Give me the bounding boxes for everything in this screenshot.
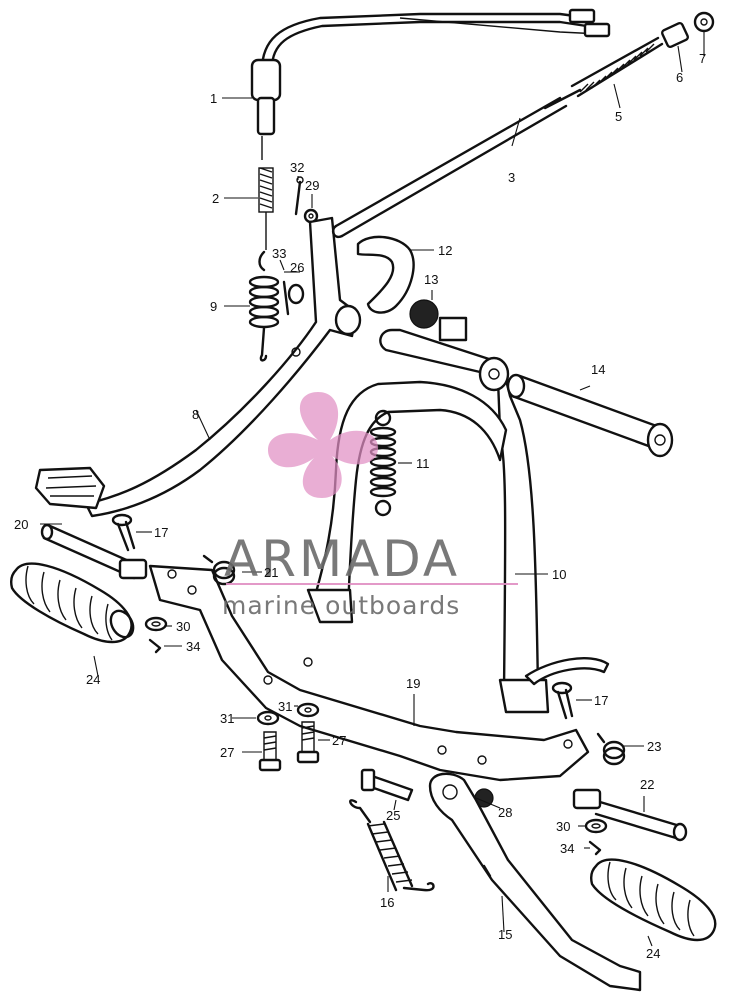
callout-13: 13	[424, 272, 438, 287]
callout-17-right: 17	[594, 693, 608, 708]
footrest-bar-19	[148, 564, 590, 782]
spring-16	[349, 799, 435, 892]
side-stand-15	[428, 772, 642, 992]
callout-17-left: 17	[154, 525, 168, 540]
washer-31-right	[296, 702, 320, 718]
callout-33: 33	[272, 246, 286, 261]
callout-15: 15	[498, 927, 512, 942]
callout-31-right: 31	[278, 699, 292, 714]
bolt-27-left	[258, 731, 282, 772]
main-stand-10	[306, 328, 610, 714]
callout-20: 20	[14, 517, 28, 532]
callout-1: 1	[210, 91, 217, 106]
callout-22: 22	[640, 777, 654, 792]
callout-30-left: 30	[176, 619, 190, 634]
callout-32: 32	[290, 160, 304, 175]
spring-9	[248, 250, 280, 362]
callout-9: 9	[210, 299, 217, 314]
brake-rod-3	[331, 96, 568, 239]
callout-10: 10	[552, 567, 566, 582]
callout-11: 11	[416, 456, 430, 471]
callout-3: 3	[508, 170, 515, 185]
callout-34-right: 34	[560, 841, 574, 856]
spring-23	[596, 732, 626, 766]
callout-24-right: 24	[646, 946, 660, 961]
callout-19: 19	[406, 676, 420, 691]
clip-34-left	[148, 638, 162, 654]
bolt-25	[360, 768, 414, 802]
callout-30-right: 30	[556, 819, 570, 834]
spring-21	[202, 554, 236, 586]
footrest-shaft-22	[572, 788, 688, 842]
bushing-13	[409, 299, 468, 342]
callout-2: 2	[212, 191, 219, 206]
callout-labels: 1 2 3 5 6 7 8 9 10 11 12 13 14 15 16 17 …	[14, 51, 706, 961]
callout-8: 8	[192, 407, 199, 422]
callout-6: 6	[676, 70, 683, 85]
pivot-shaft-14	[506, 373, 674, 458]
callout-28: 28	[498, 805, 512, 820]
joint-6	[661, 21, 689, 49]
washer-31-left	[256, 710, 280, 726]
bolt-27-right	[296, 721, 320, 764]
footrest-rubber-24-right	[590, 858, 717, 942]
callout-7: 7	[699, 51, 706, 66]
callout-24-left: 24	[86, 672, 100, 687]
pin-33	[282, 280, 290, 316]
brake-cable	[250, 8, 611, 160]
spring-2	[258, 167, 274, 250]
footrest-rubber-24-left	[10, 562, 135, 644]
washer-26	[287, 283, 305, 305]
armada-watermark: ARMADA marine outboards	[222, 392, 518, 620]
callout-16: 16	[380, 895, 394, 910]
leader-lines	[40, 32, 705, 947]
armada-logo-icon	[268, 392, 378, 498]
footrest-shaft-20	[40, 523, 148, 580]
brake-pedal-8	[34, 216, 362, 518]
washer-30-right	[584, 818, 608, 834]
callout-25: 25	[386, 808, 400, 823]
callout-27-right: 27	[332, 733, 346, 748]
stand-spring-11	[369, 409, 397, 517]
callout-21: 21	[264, 565, 278, 580]
callout-23: 23	[647, 739, 661, 754]
nut-7	[693, 11, 715, 33]
adjuster-rod-5	[543, 36, 664, 110]
callout-14: 14	[591, 362, 605, 377]
callout-29: 29	[305, 178, 319, 193]
watermark-brand: ARMADA	[224, 530, 460, 588]
callout-5: 5	[615, 109, 622, 124]
clip-34-right	[588, 840, 602, 856]
pin-17-right	[551, 681, 574, 720]
pin-17-left	[111, 513, 136, 552]
stopper-plate-12	[356, 235, 415, 314]
callout-34-left: 34	[186, 639, 200, 654]
watermark-tagline: marine outboards	[222, 591, 460, 620]
cotter-pin-32	[294, 176, 304, 216]
callout-26: 26	[290, 260, 304, 275]
washer-30-left	[144, 616, 168, 632]
callout-31-left: 31	[220, 711, 234, 726]
callout-12: 12	[438, 243, 452, 258]
callout-27-left: 27	[220, 745, 234, 760]
